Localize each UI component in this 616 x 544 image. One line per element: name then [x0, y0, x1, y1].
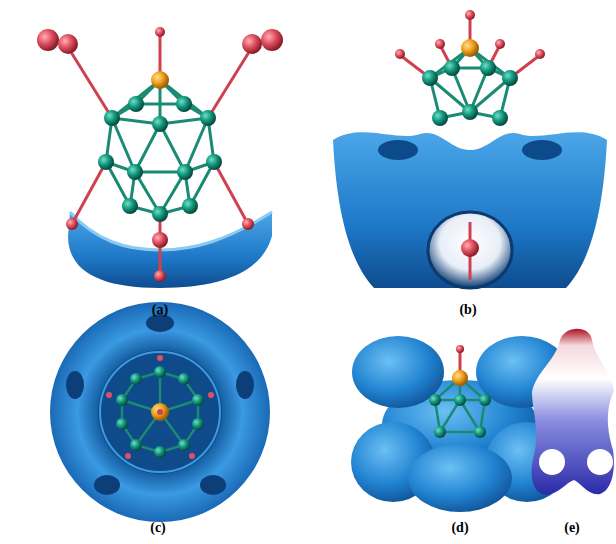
- panel-label: (b): [459, 302, 476, 318]
- panel-c: [50, 302, 270, 522]
- panel-e: [532, 329, 614, 495]
- panel-label: (d): [451, 520, 468, 536]
- panel-label: (e): [564, 520, 580, 536]
- panel-label: (a): [152, 302, 168, 318]
- panel-a: [37, 27, 283, 288]
- panel-label: (c): [150, 520, 166, 536]
- panel-b: [333, 10, 607, 288]
